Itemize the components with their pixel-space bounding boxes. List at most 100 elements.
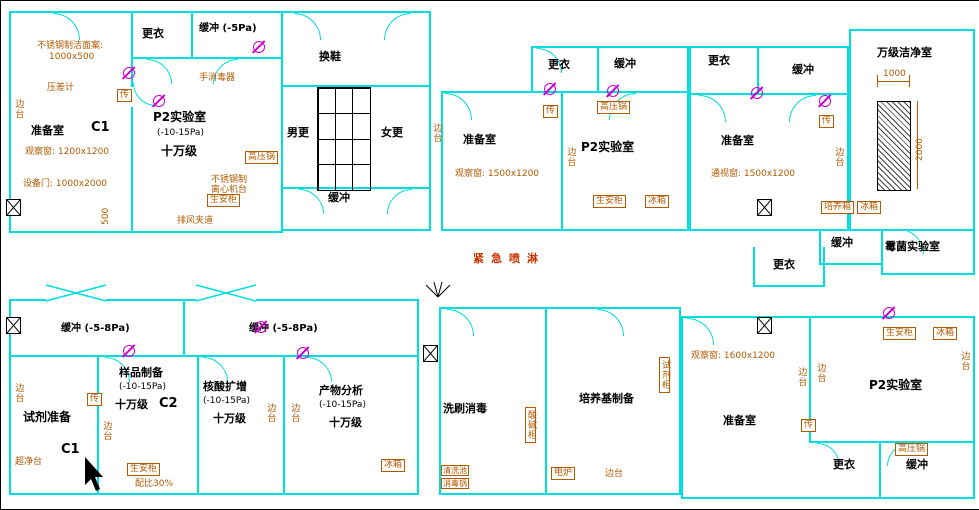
note-clean-bench: 超净台 [15, 457, 43, 467]
room-label-buffer-3: 缓冲 [792, 63, 814, 76]
wall [131, 11, 133, 87]
note-obs-window-1200: 观察窗: 1200x1200 [25, 147, 110, 157]
room-label-washing: 洗刷消毒 [443, 402, 487, 415]
wall [879, 441, 881, 499]
wall [9, 493, 419, 495]
note-side-bench: 边台 [833, 147, 844, 167]
wall [131, 107, 133, 233]
tag-autoclave: 高压锅 [895, 443, 929, 456]
room-label-product-analysis: 产物分析 [319, 384, 363, 397]
wall [441, 91, 563, 93]
wall [133, 57, 283, 59]
sprinkler-icon [425, 281, 451, 298]
door-arc [699, 95, 726, 122]
note-obs-window-1500: 观察窗: 1500x1200 [455, 169, 540, 179]
damper-symbol-icon [151, 93, 166, 107]
room-label-reagent-prep: 试剂准备 [23, 410, 72, 424]
damper-symbol-icon [251, 39, 266, 53]
room-label-buffer-right: 缓冲 [831, 236, 853, 249]
note-pressure-gauge: 压差计 [47, 83, 75, 93]
tag-acid-cabinet: 酸碱柜 [525, 407, 536, 443]
wall [531, 46, 689, 48]
wall [183, 299, 185, 357]
dim-tick [877, 75, 878, 87]
room-label-buffer-4: 缓冲 [906, 458, 928, 471]
room-label-men-changing: 男更 [287, 126, 309, 139]
wall [283, 11, 431, 13]
wall [881, 273, 975, 275]
room-label-p2-1-class: 十万级 [161, 144, 198, 158]
cursor-arrow-icon [85, 457, 103, 491]
tag-transfer-window: 传 [117, 89, 133, 102]
wall [429, 11, 431, 231]
tag-transfer-window: 传 [801, 419, 817, 432]
tag-stove: 电炉 [551, 467, 576, 480]
room-label-p2-2: P2实验室 [581, 140, 635, 154]
door-arc [203, 357, 228, 382]
room-label-c1-bottom: C1 [61, 442, 80, 457]
room-label-p2-1-pressure: (-10-15Pa) [157, 128, 204, 138]
room-label-buffer-2: 缓冲 [614, 57, 636, 70]
note-exhaust-duct: 排风夹道 [177, 216, 214, 226]
damper-symbol-icon [253, 319, 268, 333]
wall [597, 46, 599, 93]
door-arc [299, 189, 324, 214]
damper-symbol-icon [749, 85, 764, 99]
tag-transfer-window: 传 [543, 105, 559, 118]
note-side-bench: 边台 [13, 99, 24, 119]
wall [283, 229, 431, 231]
note-side-bench: 边台 [101, 421, 112, 441]
wall [973, 231, 975, 275]
room-label-women-changing: 女更 [381, 126, 403, 139]
wall [819, 231, 821, 265]
note-pass-window-1500: 通视窗: 1500x1200 [711, 169, 796, 179]
note-stainless-counter-size: 1000x500 [49, 52, 95, 62]
note-stainless-steel: 不锈钢制 [211, 175, 248, 185]
door-arc [307, 357, 332, 382]
door-arc [294, 13, 321, 40]
wall [973, 29, 975, 231]
wall [753, 285, 825, 287]
wall [547, 307, 681, 309]
room-label-prep-1: 准备室 [31, 124, 64, 137]
tag-fridge: 冰箱 [381, 459, 406, 472]
wall [441, 91, 443, 231]
wall [847, 46, 849, 231]
room-label-sample-prep-class: 十万级 [115, 398, 148, 411]
door-arc [447, 309, 474, 336]
damper-symbol-icon [542, 81, 557, 95]
room-label-buffer-58a: 缓冲 (-5-8Pa) [61, 323, 130, 334]
room-label-changing-2: 更衣 [548, 58, 570, 71]
damper-symbol-icon [605, 83, 620, 97]
wall [679, 307, 681, 495]
wall [256, 299, 419, 301]
note-side-bench: 边台 [431, 123, 442, 143]
double-door-icon [195, 284, 257, 302]
door-arc [384, 13, 411, 40]
wall [191, 11, 193, 59]
tag-biosafety-cabinet: 生安柜 [207, 194, 241, 207]
note-side-bench: 边台 [565, 147, 576, 167]
note-emergency-shower: 紧急喷淋 [473, 252, 545, 265]
note-side-bench: 边台 [815, 363, 826, 383]
room-label-sample-prep-pressure: (-10-15Pa) [119, 382, 166, 392]
note-side-bench: 边台 [265, 403, 276, 423]
note-side-bench: 边台 [289, 403, 300, 423]
wall [849, 229, 975, 231]
room-label-buffer-58b: 缓冲 (-5-8Pa) [249, 323, 318, 334]
room-label-media-prep: 培养基制备 [579, 392, 634, 405]
wall [283, 85, 431, 87]
tag-fridge: 冰箱 [933, 327, 958, 340]
wall [849, 29, 851, 231]
damper-symbol-icon [295, 345, 310, 359]
wall [439, 307, 441, 495]
wall [689, 93, 849, 95]
tag-sterilizer: 消毒锅 [441, 478, 469, 489]
damper-symbol-icon [121, 65, 136, 79]
dim-line [917, 101, 918, 189]
door-arc [597, 309, 624, 336]
tag-incubator: 培养箱 [821, 201, 855, 214]
room-label-pcr-pressure: (-10-15Pa) [203, 396, 250, 406]
room-label-buffer-mid: 缓冲 [328, 191, 350, 204]
wall [819, 263, 883, 265]
